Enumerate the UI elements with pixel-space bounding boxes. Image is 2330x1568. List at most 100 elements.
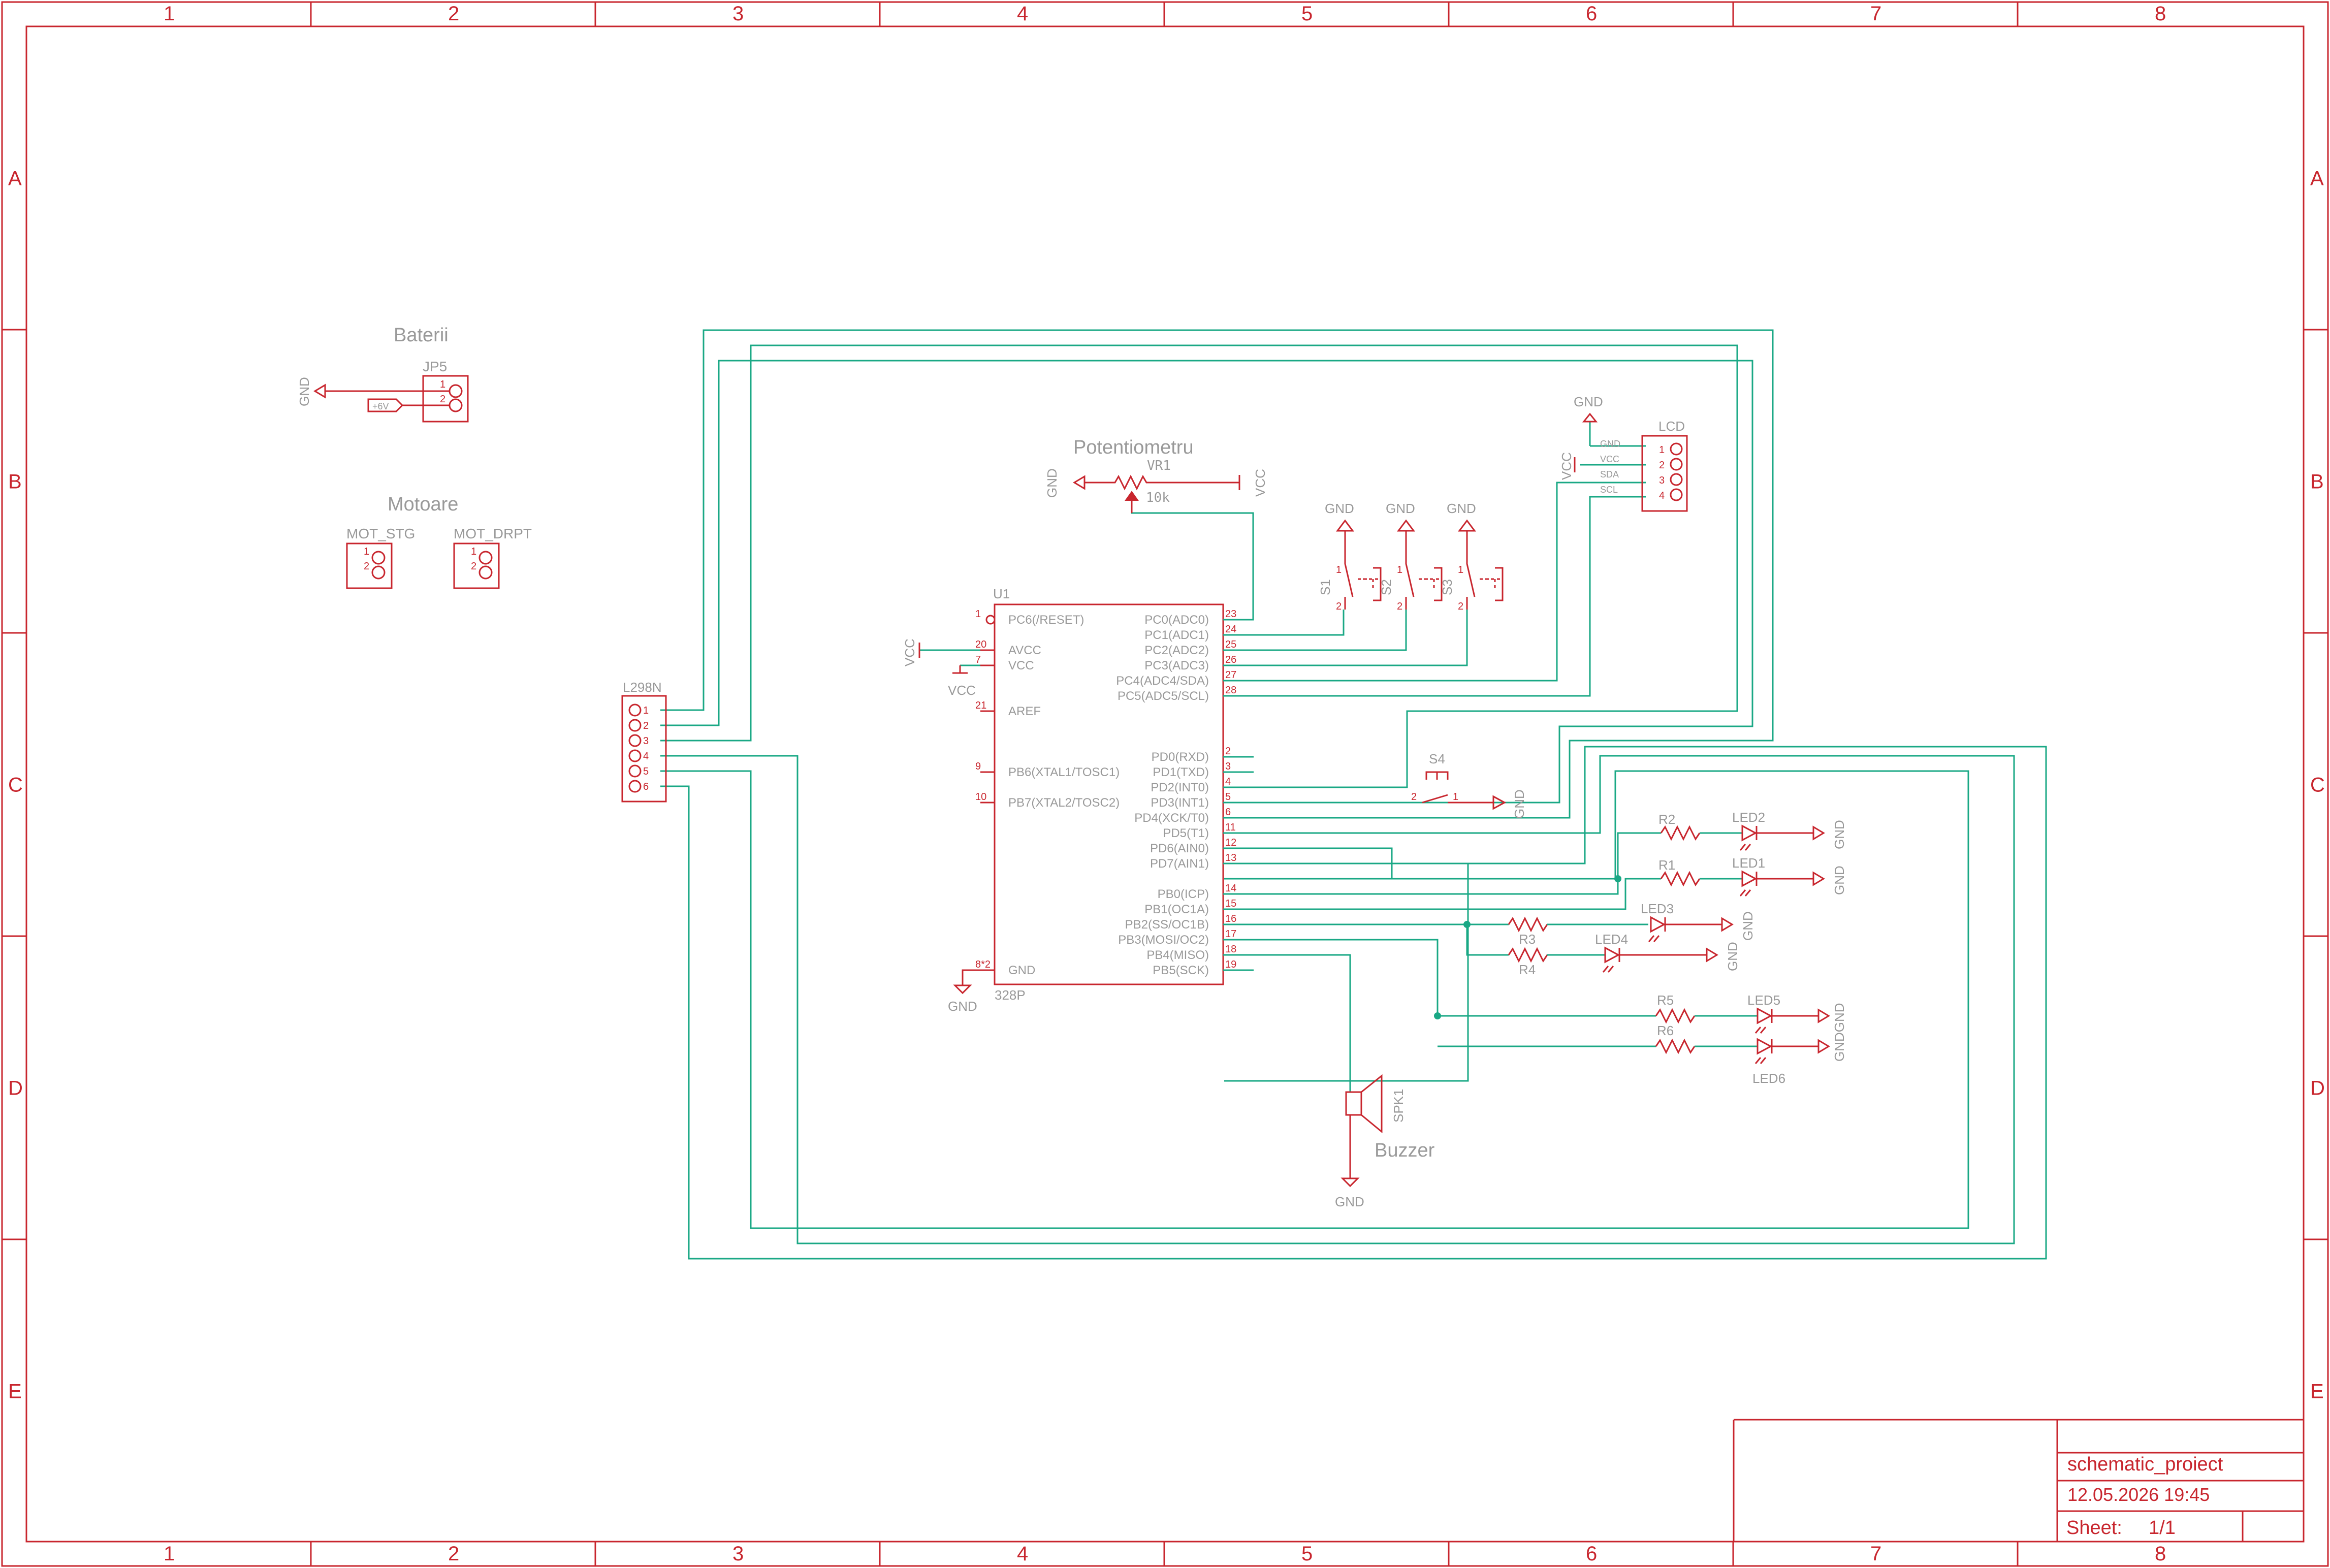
u1-value: 328P [995, 987, 1026, 1003]
switch-label: S3 [1440, 579, 1455, 595]
l298n-pin-number: 2 [643, 720, 649, 731]
frame-row-label: C [8, 774, 23, 796]
lcd-pin-number: 2 [1659, 460, 1665, 471]
mcu-right-pin-number: 17 [1225, 929, 1236, 940]
r4-label: R4 [1519, 962, 1536, 977]
mcu-right-pin-name: PD4(XCK/T0) [1134, 811, 1209, 825]
svg-text:1: 1 [471, 546, 476, 557]
mcu-right-pin-name: PD7(AIN1) [1150, 857, 1209, 871]
s4-gnd-label: GND [1512, 789, 1527, 819]
svg-text:2: 2 [471, 561, 476, 572]
mcu-right-pin-name: PB3(MOSI/OC2) [1118, 933, 1209, 947]
mcu-left-pin-number: 7 [975, 654, 981, 665]
mcu-left-pin-number: 1 [975, 609, 981, 620]
mcu-right-pin-name: PC1(ADC1) [1144, 628, 1209, 642]
title-block: schematic_proiect 12.05.2026 19:45 Sheet… [1733, 1419, 2304, 1542]
frame-column-label: 8 [2155, 3, 2166, 25]
r2-label: R2 [1658, 812, 1675, 827]
switch-gnd-label: GND [1325, 501, 1354, 516]
frame-column-label: 6 [1586, 3, 1597, 25]
mcu-right-pin-number: 16 [1225, 913, 1236, 924]
mcu-right-pin-number: 26 [1225, 654, 1236, 665]
mcu-left-pin-number: 8*2 [975, 959, 991, 970]
l298n-pin-number: 4 [643, 751, 649, 762]
led6-label: LED6 [1752, 1071, 1785, 1086]
buzzer-spk1: SPK1 Buzzer GND [1335, 1074, 1435, 1209]
motor-connectors: Motoare MOT_STG 1 2 MOT_DRPT 1 2 [346, 494, 532, 589]
svg-text:2: 2 [440, 394, 445, 405]
lcd-pin-name: VCC [1600, 454, 1619, 464]
frame-column-label: 3 [732, 1543, 744, 1565]
mcu-gnd-label: GND [948, 999, 977, 1014]
led2-gnd-label: GND [1832, 820, 1847, 849]
mcu-right-pin-number: 28 [1225, 685, 1236, 696]
frame-column-label: 4 [1017, 3, 1028, 25]
switch-label: S1 [1318, 579, 1333, 595]
switch-pin-1: 1 [1336, 564, 1342, 575]
mcu-left-pin-name: PB7(XTAL2/TOSC2) [1008, 796, 1120, 810]
mcu-right-pin-name: PC0(ADC0) [1144, 613, 1209, 627]
mcu-right-pin-name: PC3(ADC3) [1144, 659, 1209, 673]
mcu-right-pin-number: 15 [1225, 898, 1236, 909]
mcu-left-pin-number: 9 [975, 761, 981, 772]
potentiometru-label: Potentiometru [1073, 437, 1194, 458]
mcu-right-pin-name: PB4(MISO) [1146, 948, 1209, 962]
switch-pin-1: 1 [1458, 564, 1463, 575]
switch-gnd-label: GND [1447, 501, 1476, 516]
s4-label: S4 [1429, 751, 1445, 766]
switch-pin-2: 2 [1458, 601, 1463, 612]
frame-row-label: E [2310, 1381, 2324, 1403]
frame-column-label: 5 [1301, 1543, 1313, 1565]
svg-text:2: 2 [1411, 791, 1417, 803]
led4-label: LED4 [1595, 932, 1628, 947]
mcu-right-pin-name: PB2(SS/OC1B) [1125, 918, 1209, 932]
mcu-left-pin-name: PB6(XTAL1/TOSC1) [1008, 765, 1120, 779]
mcu-right-pin-number: 6 [1225, 807, 1231, 818]
frame-column-label: 2 [448, 1543, 459, 1565]
frame-column-label: 7 [1870, 1543, 1881, 1565]
mcu-right-pin-number: 23 [1225, 609, 1236, 620]
l298n-pin-number: 6 [643, 781, 649, 792]
switch-s4: S4 2 1 GND [1411, 751, 1527, 819]
lcd-vcc-label: VCC [1559, 452, 1574, 480]
mcu-right-pin-number: 27 [1225, 669, 1236, 681]
avcc-vcc-label: VCC [902, 638, 917, 666]
mcu-right-pin-name: PC4(ADC4/SDA) [1116, 674, 1209, 688]
mcu-left-pin-name: GND [1008, 964, 1035, 977]
mcu-right-pin-name: PC5(ADC5/SCL) [1118, 689, 1209, 703]
led1-label: LED1 [1732, 855, 1765, 871]
led1-gnd-label: GND [1832, 866, 1847, 895]
mcu-right-pin-number: 12 [1225, 837, 1236, 848]
mcu-right-pin-number: 11 [1225, 822, 1236, 833]
mcu-right-pin-name: PD6(AIN0) [1150, 842, 1209, 855]
battery-connector-jp5: Baterii JP5 1 2 GND +6V [297, 325, 469, 423]
mcu-right-pin-number: 24 [1225, 624, 1236, 635]
mcu-left-pin-number: 21 [975, 700, 986, 711]
mcu-right-pin-number: 3 [1225, 761, 1231, 772]
mcu-left-pin-number: 20 [975, 639, 986, 650]
frame-row-label: D [2310, 1077, 2325, 1100]
mcu-right-pin-name: PB5(SCK) [1153, 964, 1209, 977]
switch-gnd-label: GND [1386, 501, 1415, 516]
wires [660, 329, 2047, 1260]
frame-row-label: E [8, 1381, 22, 1403]
vr1-vcc-label: VCC [1253, 469, 1268, 497]
title-block-date: 12.05.2026 19:45 [2067, 1484, 2210, 1505]
vcc-pin-label: VCC [948, 683, 976, 698]
mcu-right-pin-name: PD5(T1) [1163, 826, 1209, 840]
baterii-label: Baterii [394, 325, 449, 346]
svg-text:2: 2 [364, 561, 369, 572]
l298n-pin-number: 3 [643, 735, 649, 747]
motoare-label: Motoare [388, 494, 458, 515]
frame-column-label: 4 [1017, 1543, 1028, 1565]
lcd-pin-name: SCL [1600, 485, 1618, 495]
mcu-right-pin-name: PD2(INT0) [1151, 781, 1209, 794]
mcu-right-pin-number: 25 [1225, 639, 1236, 650]
mcu-right-pin-number: 19 [1225, 959, 1236, 970]
mcu-left-pin-name: PC6(/RESET) [1008, 613, 1084, 627]
frame-row-label: C [2310, 774, 2325, 796]
frame-column-label: 7 [1870, 3, 1881, 25]
mcu-right-pin-name: PD1(TXD) [1153, 765, 1209, 779]
